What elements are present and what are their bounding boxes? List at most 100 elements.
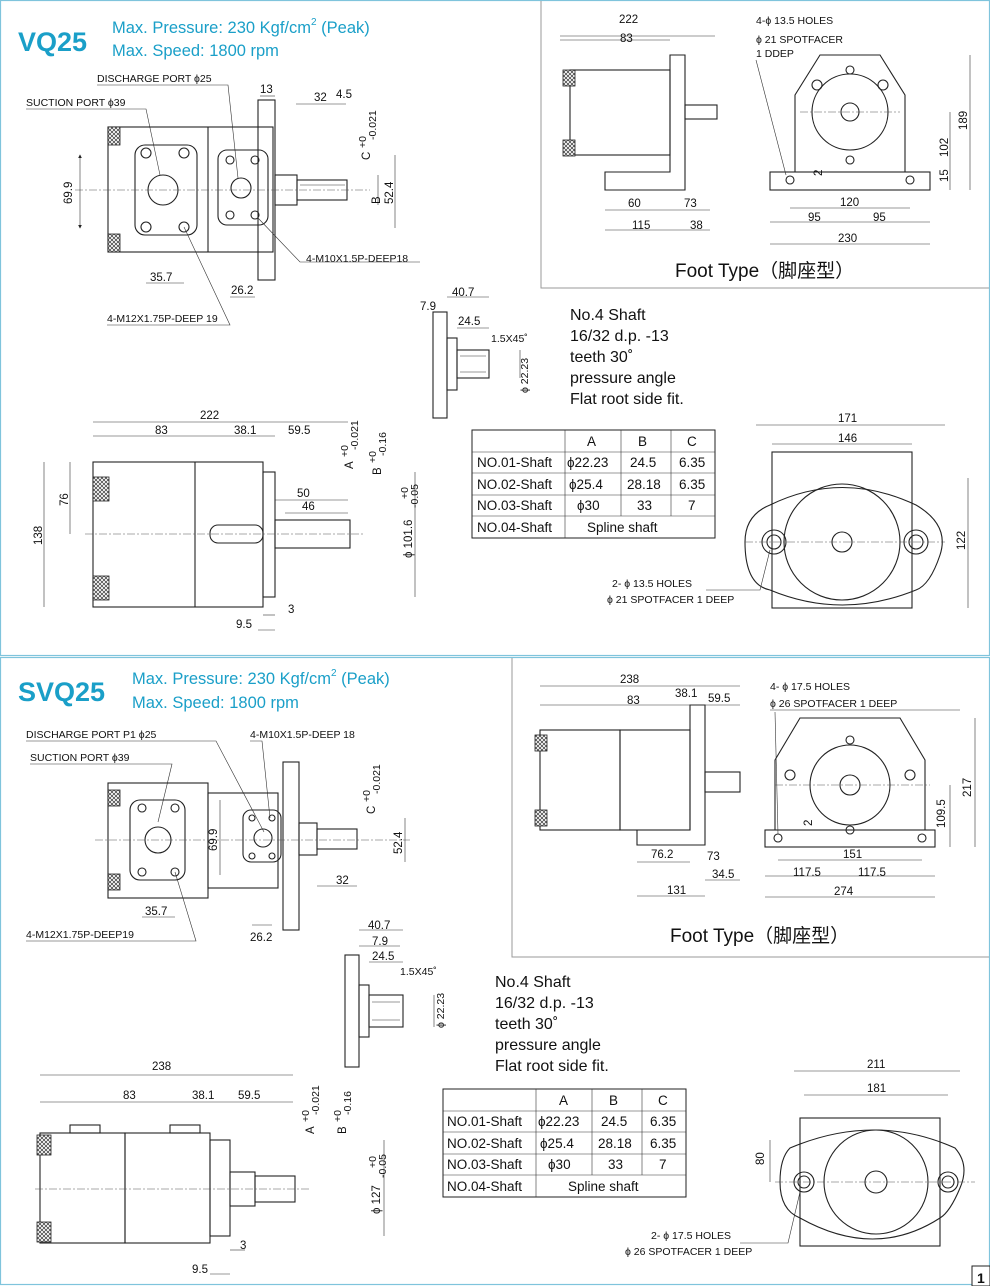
- table-cell: ϕ22.23: [567, 455, 608, 470]
- svq25-dim-32: 32: [336, 875, 349, 887]
- table-cell: 24.5: [630, 455, 656, 470]
- vq25-pressure: Max. Pressure: 230 Kgf/cm2 (Peak): [112, 17, 370, 37]
- svq25-foot-dim-109.5: 109.5: [936, 799, 948, 828]
- vq25-header: VQ25 Max. Pressure: 230 Kgf/cm2 (Peak) M…: [18, 17, 370, 60]
- svq25-foot-dim-217: 217: [962, 778, 974, 797]
- svq25-foot-dim-38.1: 38.1: [675, 688, 697, 700]
- svq25-side-dim-3: 3: [240, 1240, 246, 1252]
- vq25-foot-dim-95b: 95: [873, 212, 886, 224]
- vq25-m10-label: 4-M10X1.5P-DEEP18: [306, 253, 408, 265]
- vq25-shaft-dim-7.9: 7.9: [420, 301, 436, 313]
- svq25-shaft-note-line: 16/32 d.p. -13: [495, 995, 594, 1012]
- vq25-shaft-note-line: teeth 30˚: [570, 349, 633, 366]
- table-cell: 33: [608, 1157, 623, 1172]
- vq25-end-holes: 2- ϕ 13.5 HOLES: [612, 578, 692, 590]
- vq25-foot-type: 222 83 60 73 115 38 4-ϕ 13.5 HOLES ϕ 21 …: [560, 14, 971, 282]
- table-cell: ϕ25.4: [569, 477, 603, 492]
- vq25-side-dim-b: B: [372, 467, 384, 475]
- vq25-shaft-note-line: pressure angle: [570, 370, 676, 387]
- table-cell: NO.01-Shaft: [447, 1114, 522, 1129]
- vq25-side-dim-138: 138: [33, 526, 45, 545]
- svq25-shaft-table: A B C NO.01-Shaft ϕ22.23 24.5 6.35 NO.02…: [442, 1088, 687, 1198]
- table-cell: ϕ30: [548, 1157, 571, 1172]
- vq25-suction-label: SUCTION PORT ϕ39: [26, 97, 126, 109]
- table-cell: 24.5: [601, 1114, 627, 1129]
- svq25-dim-35.7: 35.7: [145, 906, 167, 918]
- table-cell: 6.35: [650, 1114, 676, 1129]
- vq25-side-pilot: ϕ 101.6: [403, 520, 415, 558]
- vq25-foot-dim-38: 38: [690, 220, 703, 232]
- table-cell: Spline shaft: [568, 1179, 639, 1194]
- svq25-pilot-tol-a: +0: [367, 1156, 379, 1168]
- vq25-foot-dim-102: 102: [939, 138, 951, 157]
- svq25-foot-dim-274: 274: [834, 886, 854, 898]
- svq25-foot-dim-59.5: 59.5: [708, 693, 730, 705]
- vq25-dim-35.7: 35.7: [150, 272, 172, 284]
- svq25-b-tol-b: -0.16: [342, 1091, 354, 1115]
- svq25-end-dim-211: 211: [867, 1059, 885, 1071]
- svq25-shaft-note-line: pressure angle: [495, 1037, 601, 1054]
- svq25-side-dim-b: B: [337, 1126, 349, 1134]
- vq25-shaft-dim-40.7: 40.7: [452, 287, 474, 299]
- vq25-foot-type-label: Foot Type（脚座型）: [675, 260, 854, 282]
- svq25-a-tol-a: +0: [300, 1110, 312, 1122]
- vq25-shaft-note: No.4 Shaft 16/32 d.p. -13 teeth 30˚ pres…: [570, 307, 684, 408]
- svq25-m12-label: 4-M12X1.75P-DEEP19: [26, 929, 134, 941]
- svq25-end-view: 211 181 80 2- ϕ 17.5 HOLES ϕ 26 SPOTFACE…: [625, 1059, 975, 1258]
- svq25-foot-dim-117.5a: 117.5: [793, 867, 821, 879]
- table-cell: ϕ22.23: [538, 1114, 579, 1129]
- table-cell: 7: [659, 1157, 667, 1172]
- svq25-shaft-dim-24.5: 24.5: [372, 951, 394, 963]
- vq25-dim-13: 13: [260, 84, 273, 96]
- svq25-end-dim-80: 80: [755, 1152, 767, 1165]
- svq25-front-view: DISCHARGE PORT P1 ϕ25 SUCTION PORT ϕ39 4…: [26, 729, 410, 944]
- vq25-foot-dim-60: 60: [628, 198, 641, 210]
- vq25-side-dim-3: 3: [288, 604, 294, 616]
- svq25-c-tol-b: -0.021: [371, 764, 383, 794]
- vq25-title: VQ25: [18, 27, 87, 57]
- svq25-foot-dim-131: 131: [667, 885, 686, 897]
- vq25-foot-holes: 4-ϕ 13.5 HOLES: [756, 15, 833, 27]
- svq25-m10-label: 4-M10X1.5P-DEEP 18: [250, 729, 355, 741]
- vq25-speed: Max. Speed: 1800 rpm: [112, 42, 279, 60]
- vq25-end-dim-122: 122: [956, 531, 968, 550]
- svq25-foot-spotfacer: ϕ 26 SPOTFACER 1 DEEP: [770, 698, 897, 710]
- vq25-shaft-note-line: 16/32 d.p. -13: [570, 328, 669, 345]
- svq25-shaft-note-line: Flat root side fit.: [495, 1058, 609, 1075]
- svq25-side-pilot: ϕ 127: [371, 1185, 383, 1214]
- vq25-dim-c: C: [361, 152, 373, 160]
- svq25-foot-dim-34.5: 34.5: [712, 869, 734, 881]
- vq25-side-dim-9.5: 9.5: [236, 619, 252, 631]
- svq25-a-tol-b: -0.021: [310, 1085, 322, 1115]
- table-cell: ϕ30: [577, 498, 600, 513]
- table-cell: NO.02-Shaft: [447, 1136, 522, 1151]
- table-cell: NO.03-Shaft: [447, 1157, 522, 1172]
- table-cell: 28.18: [627, 477, 661, 492]
- vq25-foot-spotfacer: ϕ 21 SPOTFACER: [756, 34, 843, 46]
- svq25-foot-type: 238 83 38.1 59.5 76.2 73 34.5 131 4- ϕ 1…: [534, 674, 976, 947]
- vq25-foot-dim-73: 73: [684, 198, 697, 210]
- table-cell: NO.04-Shaft: [477, 520, 552, 535]
- table-header: C: [687, 434, 697, 449]
- svq25-speed: Max. Speed: 1800 rpm: [132, 694, 299, 712]
- svq25-pilot-tol-b: -0.05: [377, 1154, 389, 1178]
- svq25-foot-dim-73: 73: [707, 851, 720, 863]
- vq25-side-view: 222 83 38.1 59.5 A +0 -0.021 B +0 -0.16 …: [33, 410, 421, 631]
- svq25-foot-dim-76.2: 76.2: [651, 849, 673, 861]
- vq25-side-dim-76: 76: [59, 493, 71, 506]
- vq25-shaft-dim-22.23: ϕ 22.23: [519, 358, 531, 393]
- vq25-discharge-label: DISCHARGE PORT ϕ25: [97, 73, 212, 85]
- table-header: A: [587, 434, 596, 449]
- svq25-dim-69.9: 69.9: [208, 829, 220, 851]
- vq25-dim-52.4: 52.4: [384, 181, 396, 204]
- svq25-c-tol-a: +0: [361, 790, 373, 802]
- svq25-b-tol-a: +0: [332, 1110, 344, 1122]
- svq25-shaft-dim-22.23: ϕ 22.23: [435, 993, 447, 1028]
- table-cell: Spline shaft: [587, 520, 658, 535]
- vq25-end-dim-171: 171: [838, 413, 857, 425]
- svq25-shaft-chamfer: 1.5X45˚: [400, 966, 437, 978]
- svq25-shaft-detail: 40.7 7.9 24.5 1.5X45˚ ϕ 22.23 No.4 Shaft…: [344, 920, 609, 1075]
- svq25-foot-dim-2: 2: [803, 820, 815, 826]
- vq25-foot-dim-83: 83: [620, 33, 633, 45]
- table-cell: NO.03-Shaft: [477, 498, 552, 513]
